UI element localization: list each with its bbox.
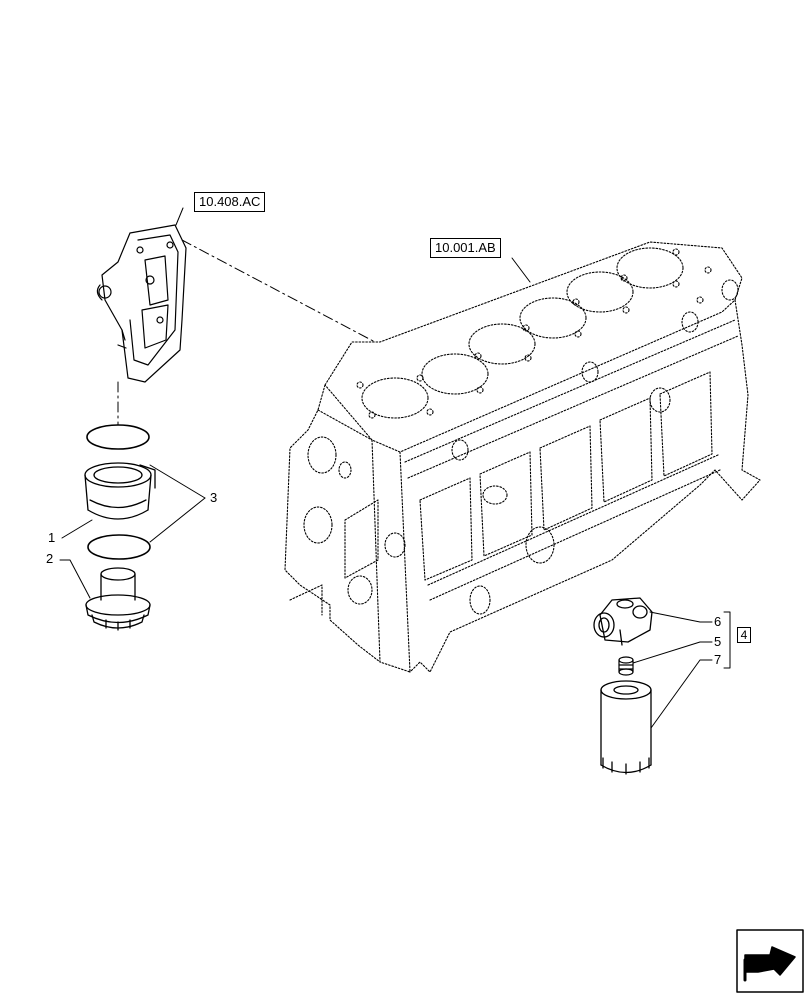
callout-3: 3 (210, 490, 218, 505)
engine-block (284, 241, 761, 673)
kit-callout-4: 4 (737, 627, 751, 643)
callout-2: 2 (46, 551, 54, 566)
leader-lines (59, 207, 731, 729)
sleeve (84, 462, 156, 520)
engine-block-reference-label[interactable]: 10.001.AB (430, 238, 501, 258)
oil-cooler-cover (96, 224, 187, 383)
o-ring-upper (86, 424, 150, 450)
adapter (85, 567, 151, 631)
filter-head (593, 597, 653, 646)
o-ring-lower (87, 534, 151, 560)
oil-filter (600, 680, 652, 775)
return-arrow-icon[interactable] (736, 929, 804, 993)
callout-6: 6 (714, 614, 722, 629)
callout-7: 7 (714, 652, 722, 667)
callout-1: 1 (48, 530, 56, 545)
threaded-nipple (618, 656, 634, 676)
callout-5: 5 (714, 634, 722, 649)
oil-cooler-reference-label[interactable]: 10.408.AC (194, 192, 266, 212)
